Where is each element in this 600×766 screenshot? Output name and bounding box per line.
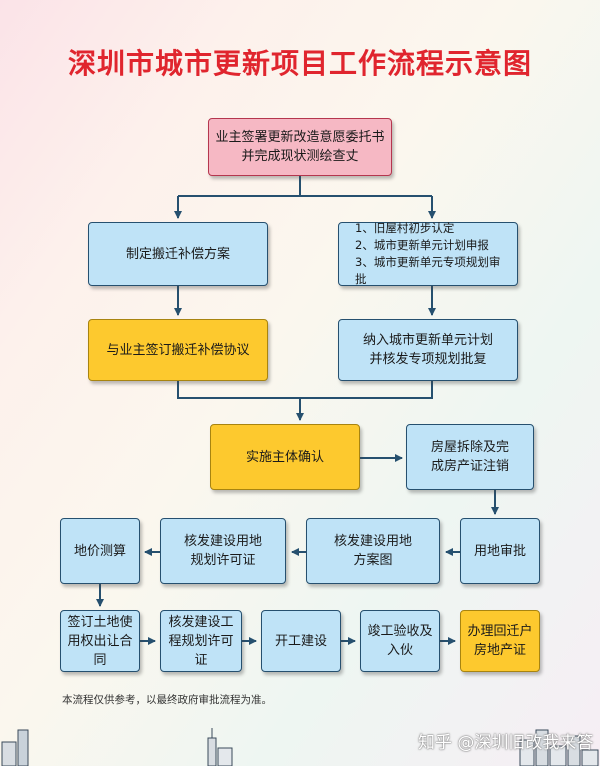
box-completion: 竣工验收及 入伙 — [360, 610, 440, 672]
watermark: 知乎 @深圳旧改我来答 — [418, 733, 594, 753]
box-compensation-plan: 制定搬迁补偿方案 — [88, 222, 268, 286]
box-owner-sign: 业主签署更新改造意愿委托书 并完成现状测绘查丈 — [208, 118, 392, 176]
box-construction-permit: 核发建设工 程规划许可证 — [160, 610, 242, 672]
box-land-price: 地价测算 — [60, 518, 140, 584]
box-land-approval: 用地审批 — [460, 518, 540, 584]
box-property-cert: 办理回迁户 房地产证 — [460, 610, 540, 672]
box-plan-inclusion: 纳入城市更新单元计划 并核发专项规划批复 — [338, 319, 518, 381]
box-compensation-agreement: 与业主签订搬迁补偿协议 — [88, 319, 268, 381]
box-village-identification: 1、旧屋村初步认定 2、城市更新单元计划申报 3、城市更新单元专项规划审批 — [338, 221, 518, 286]
city-skyline-decoration — [1, 728, 599, 766]
box-demolition: 房屋拆除及完 成房产证注销 — [406, 424, 534, 490]
box-entity-confirmation: 实施主体确认 — [210, 424, 360, 490]
disclaimer-note: 本流程仅供参考，以最终政府审批流程为准。 — [62, 694, 272, 706]
box-land-permit: 核发建设用地 规划许可证 — [160, 518, 286, 584]
box-start-construction: 开工建设 — [261, 610, 341, 672]
page-title: 深圳市城市更新项目工作流程示意图 — [67, 47, 532, 80]
box-land-contract: 签订土地使 用权出让合同 — [60, 610, 140, 672]
box-land-scheme: 核发建设用地 方案图 — [306, 518, 440, 584]
